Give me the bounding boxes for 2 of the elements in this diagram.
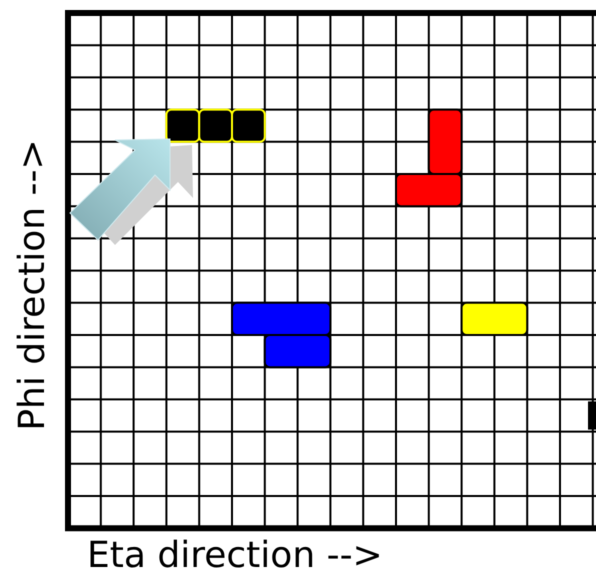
axis-label: Phi direction --> [15,139,51,431]
axis-label: Eta direction --> [87,538,383,574]
